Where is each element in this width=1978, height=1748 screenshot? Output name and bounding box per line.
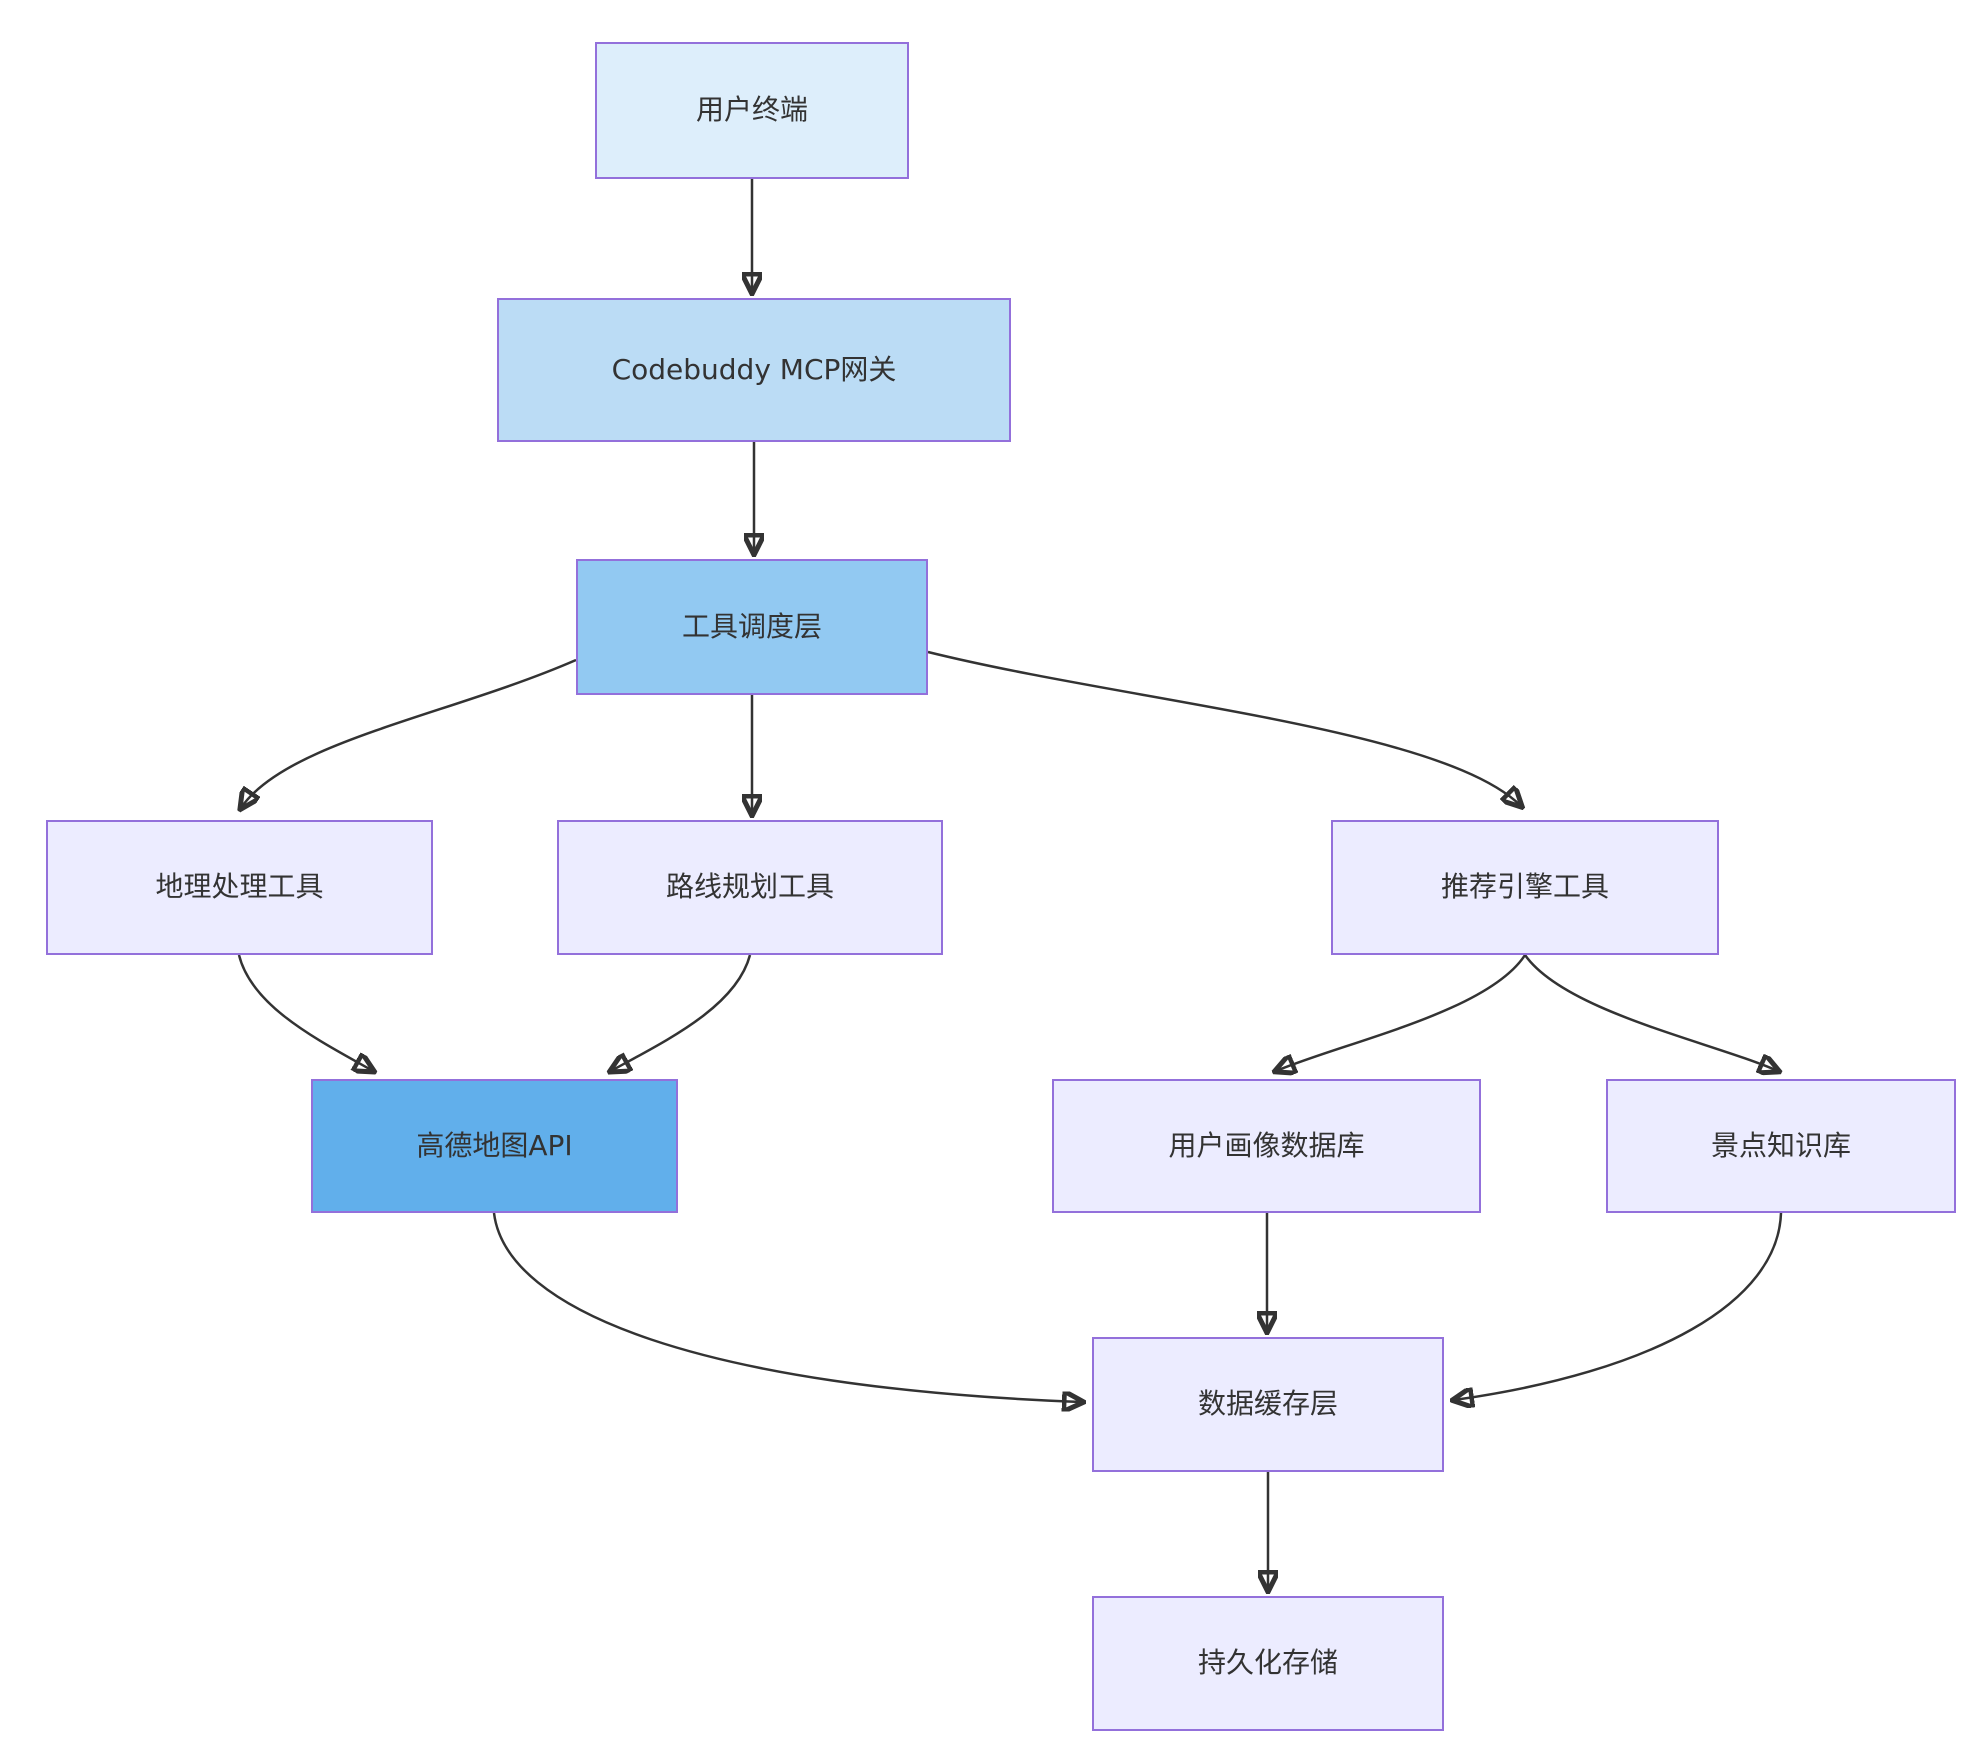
node-geo-tool: 地理处理工具	[46, 820, 433, 955]
node-user-terminal-label: 用户终端	[695, 93, 808, 127]
node-geo-tool-label: 地理处理工具	[155, 870, 324, 904]
edge-geo-tool-to-amap-api	[237, 954, 373, 1071]
node-route-tool: 路线规划工具	[557, 820, 943, 955]
node-recommend-tool-label: 推荐引擎工具	[1440, 870, 1609, 904]
node-poi-knowledge-base-label: 景点知识库	[1710, 1128, 1851, 1162]
node-data-cache-label: 数据缓存层	[1197, 1387, 1338, 1421]
node-user-profile-db: 用户画像数据库	[1052, 1079, 1481, 1213]
node-tool-scheduler-label: 工具调度层	[681, 609, 822, 643]
node-poi-knowledge-base: 景点知识库	[1606, 1079, 1956, 1213]
edge-recommend-tool-to-user-profile-db	[1276, 954, 1527, 1071]
edge-route-tool-to-amap-api	[611, 954, 752, 1071]
node-route-tool-label: 路线规划工具	[665, 870, 834, 904]
edge-poi-knowledge-base-to-data-cache	[1454, 1212, 1783, 1400]
edge-tool-scheduler-to-geo-tool	[241, 658, 577, 808]
edge-tool-scheduler-to-recommend-tool	[927, 650, 1521, 806]
node-tool-scheduler: 工具调度层	[576, 559, 928, 695]
node-amap-api-label: 高德地图API	[416, 1128, 573, 1162]
node-user-terminal: 用户终端	[595, 42, 909, 179]
node-mcp-gateway-label: Codebuddy MCP网关	[611, 352, 897, 386]
node-recommend-tool: 推荐引擎工具	[1331, 820, 1719, 955]
node-data-cache: 数据缓存层	[1092, 1337, 1444, 1472]
edge-recommend-tool-to-poi-knowledge-base	[1523, 954, 1778, 1071]
node-amap-api: 高德地图API	[311, 1079, 678, 1213]
node-persistent-storage-label: 持久化存储	[1197, 1646, 1338, 1680]
node-user-profile-db-label: 用户画像数据库	[1168, 1128, 1365, 1162]
node-mcp-gateway: Codebuddy MCP网关	[497, 298, 1011, 442]
node-persistent-storage: 持久化存储	[1092, 1596, 1444, 1731]
edge-amap-api-to-data-cache	[492, 1212, 1082, 1402]
